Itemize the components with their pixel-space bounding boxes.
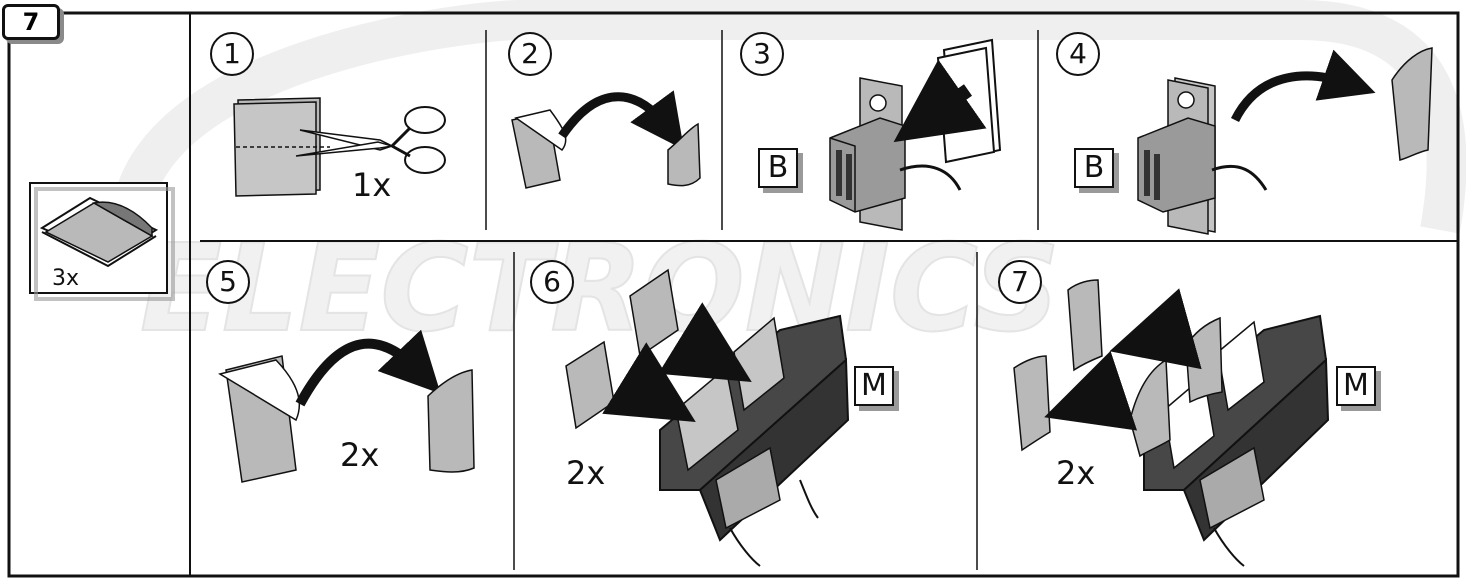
step-number-4: 4 bbox=[1056, 32, 1100, 76]
step-number-7: 7 bbox=[998, 260, 1042, 304]
step6-illustration bbox=[565, 268, 850, 567]
step6-label-module: M bbox=[854, 366, 894, 406]
figure-number: 7 bbox=[2, 4, 60, 40]
step4-label-buzzer: B bbox=[1074, 148, 1114, 188]
step7-label-module: M bbox=[1336, 366, 1376, 406]
step3-illustration bbox=[829, 38, 1002, 231]
step7-illustration bbox=[1013, 279, 1330, 567]
step6-quantity: 2x bbox=[566, 454, 606, 492]
step5-quantity: 2x bbox=[340, 436, 380, 474]
step2-illustration bbox=[511, 90, 701, 189]
step-number-3: 3 bbox=[740, 32, 784, 76]
step1-illustration bbox=[233, 97, 446, 197]
step-number-6: 6 bbox=[530, 260, 574, 304]
step4-illustration bbox=[1137, 47, 1433, 235]
step-number-5: 5 bbox=[206, 260, 250, 304]
step1-quantity: 1x bbox=[352, 166, 392, 204]
watermark: ELECTRONICS bbox=[110, 0, 1466, 360]
materials-quantity: 3x bbox=[52, 266, 80, 291]
step-number-1: 1 bbox=[210, 32, 254, 76]
tape-pad-illustration bbox=[29, 182, 175, 301]
step5-illustration bbox=[218, 329, 475, 483]
step-number-2: 2 bbox=[508, 32, 552, 76]
watermark-text: ELECTRONICS bbox=[140, 220, 1060, 359]
step7-quantity: 2x bbox=[1056, 454, 1096, 492]
step3-label-buzzer: B bbox=[758, 148, 798, 188]
outer-frame bbox=[7, 11, 1460, 578]
